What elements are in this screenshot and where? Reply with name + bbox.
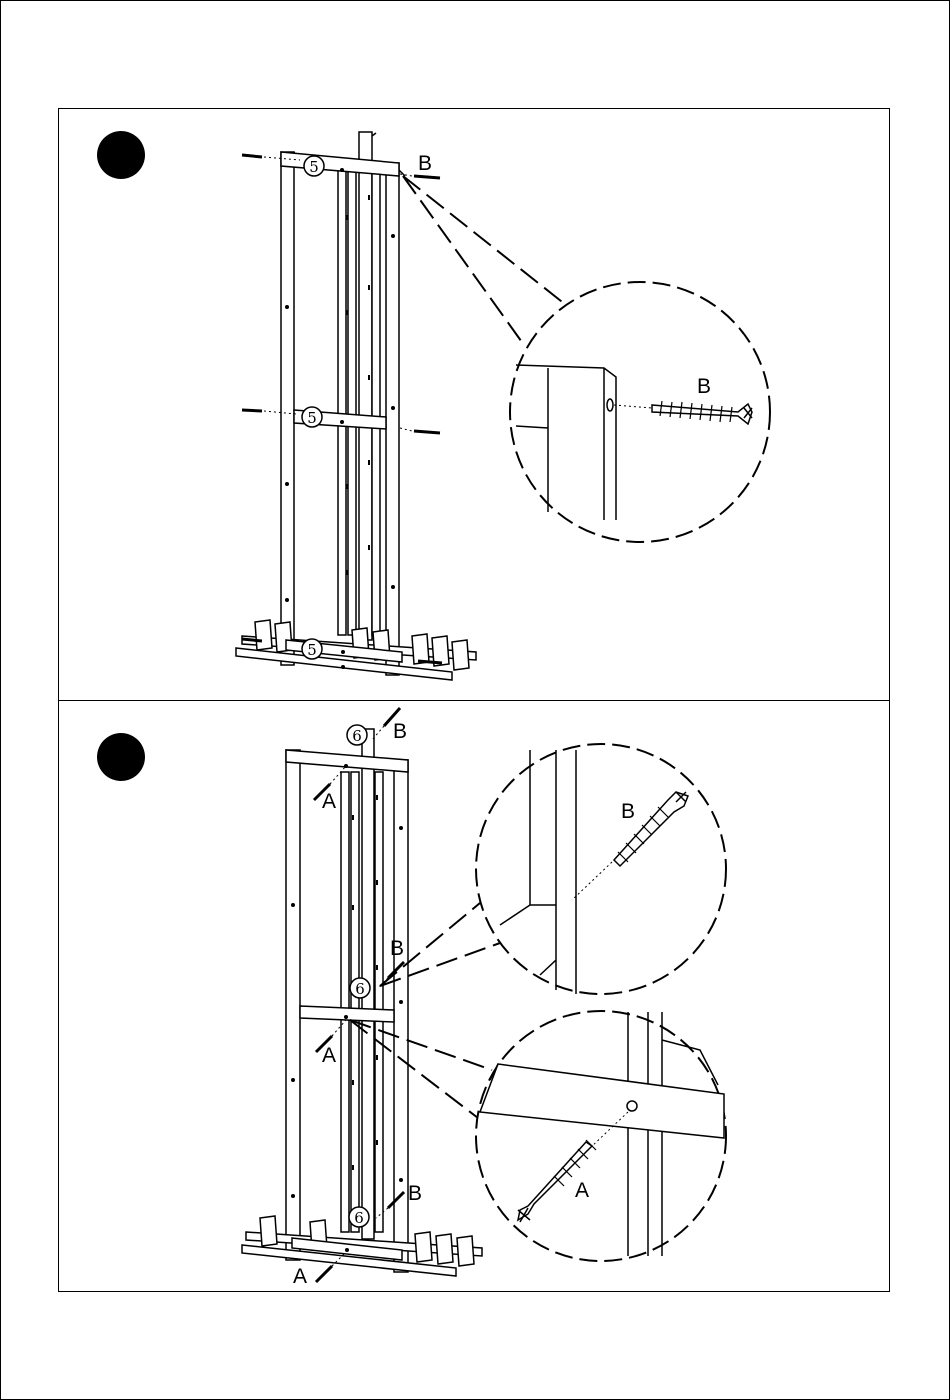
step-1-frame-drawing <box>236 132 476 680</box>
step-1-part-callouts <box>302 156 324 659</box>
step-1-zoom-detail <box>403 176 770 542</box>
step-2-frame-drawing <box>242 729 482 1276</box>
step-2-zoom-detail-b <box>380 744 726 994</box>
